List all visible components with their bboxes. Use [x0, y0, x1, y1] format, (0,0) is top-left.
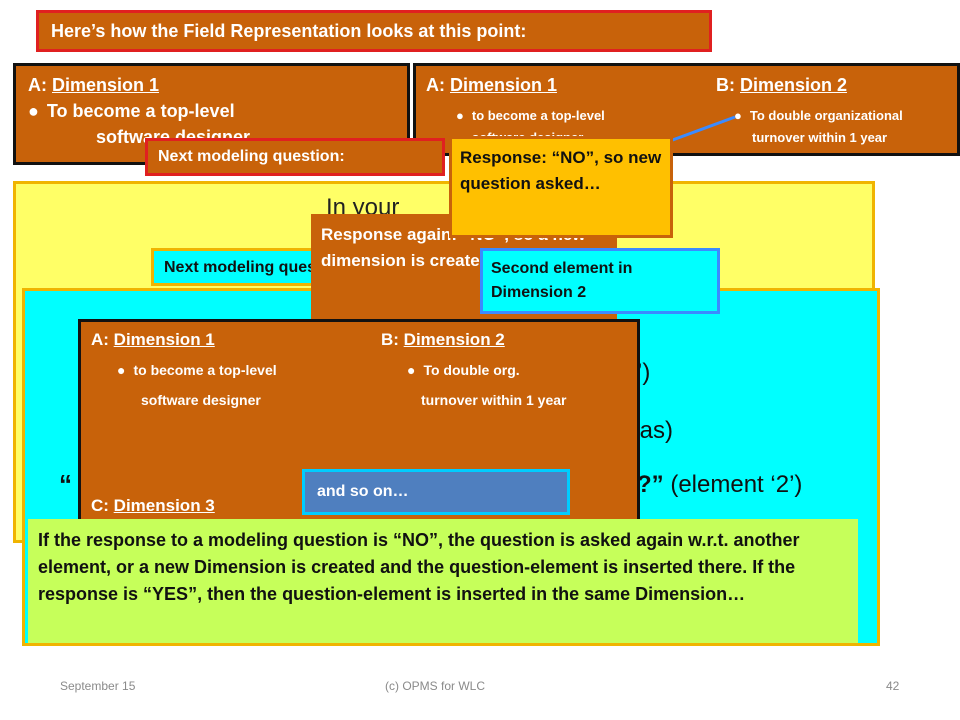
panel3-c-name: Dimension 3	[113, 496, 215, 515]
footer-date: September 15	[60, 679, 136, 693]
second-element-text: Second element in Dimension 2	[491, 260, 633, 301]
panel3-a-element: to become a top-level	[117, 362, 276, 378]
footer-copyright: (c) OPMS for WLC	[385, 679, 486, 693]
panel1-dimension-a: A: Dimension 1	[28, 75, 159, 96]
response-no-text: Response: “NO”, so new question asked…	[460, 148, 662, 193]
next-question-2-text: Next modeling question:	[164, 259, 341, 276]
next-question-callout-1: Next modeling question:	[145, 138, 445, 176]
panel2-b-prefix: B:	[716, 75, 740, 95]
cyan-fragment-tail: ?” (element ‘2’)	[637, 471, 802, 499]
cyan-fragment-paren: ’)	[637, 359, 651, 386]
and-so-on-callout: and so on…	[302, 469, 570, 515]
summary-box: If the response to a modeling question i…	[28, 519, 858, 643]
summary-text: If the response to a modeling question i…	[38, 530, 800, 604]
panel2-b-element-cont: turnover within 1 year	[752, 130, 888, 145]
panel1-element-1: To become a top-level	[28, 101, 235, 122]
panel3-b-element-cont: turnover within 1 year	[421, 392, 567, 408]
cyan-tail-rest: (element ‘2’)	[663, 471, 803, 498]
panel3-b-name: Dimension 2	[403, 330, 505, 349]
panel3-b-prefix: B:	[381, 330, 404, 349]
and-so-on-text: and so on…	[317, 483, 409, 500]
response-no-callout: Response: “NO”, so new question asked…	[449, 136, 673, 238]
panel2-b-element: To double organizational	[734, 108, 903, 123]
panel1-dim-prefix: A:	[28, 75, 52, 95]
panel3-dimension-a: A: Dimension 1	[91, 330, 215, 350]
next-question-1-text: Next modeling question:	[158, 148, 345, 165]
header-text: Here’s how the Field Representation look…	[51, 21, 527, 41]
panel1-dim-name: Dimension 1	[52, 75, 160, 95]
panel3-a-prefix: A:	[91, 330, 114, 349]
panel2-dimension-a: A: Dimension 1	[426, 75, 557, 96]
panel2-a-prefix: A:	[426, 75, 450, 95]
panel3-c-prefix: C:	[91, 496, 114, 515]
second-element-callout: Second element in Dimension 2	[480, 248, 720, 314]
panel2-a-name: Dimension 1	[450, 75, 558, 95]
panel3-dimension-b: B: Dimension 2	[381, 330, 505, 350]
cyan-tail-quote: ?”	[637, 471, 664, 498]
panel2-b-name: Dimension 2	[740, 75, 848, 95]
next-question-callout-2: Next modeling question:	[151, 248, 341, 286]
panel3-a-name: Dimension 1	[113, 330, 215, 349]
panel3-b-element: To double org.	[407, 362, 519, 378]
cyan-fragment-quote: “	[59, 469, 72, 499]
panel2-a-element: to become a top-level	[456, 108, 605, 123]
panel3-a-element-cont: software designer	[141, 392, 261, 408]
panel3-dimension-c: C: Dimension 3	[91, 496, 215, 516]
header-banner: Here’s how the Field Representation look…	[36, 10, 712, 52]
footer-page-number: 42	[886, 679, 900, 693]
panel2-dimension-b: B: Dimension 2	[716, 75, 847, 96]
